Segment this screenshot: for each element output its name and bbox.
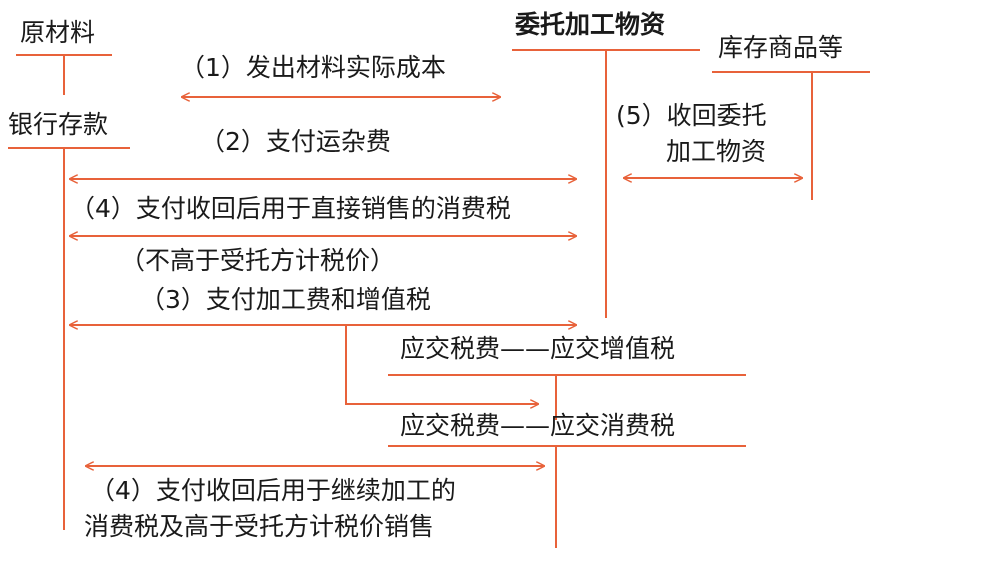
account-bank-deposit: 银行存款 <box>8 110 109 139</box>
account-inventory-goods: 库存商品等 <box>718 33 844 62</box>
label-step4b-line1: （4）支付收回后用于继续加工的 <box>90 476 456 505</box>
label-step2: （2）支付运杂费 <box>200 127 391 156</box>
label-step5-line2: 加工物资 <box>666 137 767 166</box>
label-step5-line1: (5）收回委托 <box>616 101 767 130</box>
account-consigned-materials: 委托加工物资 <box>515 10 666 39</box>
label-step3: （3）支付加工费和增值税 <box>140 285 431 314</box>
label-step4a-line2: （不高于受托方计税价） <box>120 246 396 275</box>
label-step4a-line1: （4）支付收回后用于直接销售的消费税 <box>70 194 511 223</box>
account-raw-materials: 原材料 <box>20 18 96 47</box>
label-step1: （1）发出材料实际成本 <box>180 53 446 82</box>
arrow-step3-vat-branch <box>345 325 538 404</box>
account-vat-payable: 应交税费——应交增值税 <box>400 334 676 363</box>
account-consumption-tax-payable: 应交税费——应交消费税 <box>400 411 676 440</box>
label-step4b-line2: 消费税及高于受托方计税价销售 <box>84 512 435 541</box>
